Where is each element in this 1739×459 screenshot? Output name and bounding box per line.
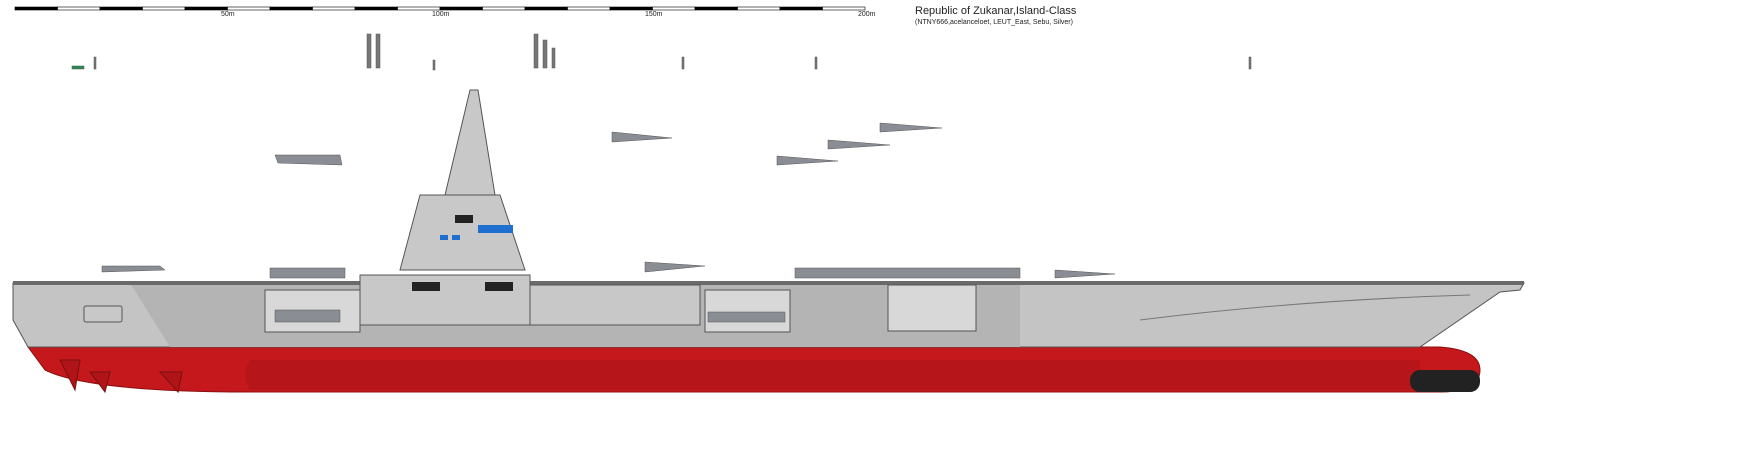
propellers-rudders [59,359,183,394]
scale-segment [822,6,866,11]
scale-label-200m: 200m [858,11,876,18]
bow-thruster [1410,370,1480,392]
weapons-row [71,33,1252,71]
aircraft [101,122,1116,323]
island-superstructure [359,89,701,326]
island-windows [440,225,513,240]
scale-label-150m: 150m [645,11,663,18]
ship-title: Republic of Zukanar,Island-Class [915,5,1077,17]
scale-bar [14,6,866,11]
ship-credits: (NTNY666,acelanceloet, LEUT_East, Sebu, … [915,19,1073,26]
scale-label-100m: 100m [432,11,450,18]
scale-label-50m: 50m [221,11,235,18]
